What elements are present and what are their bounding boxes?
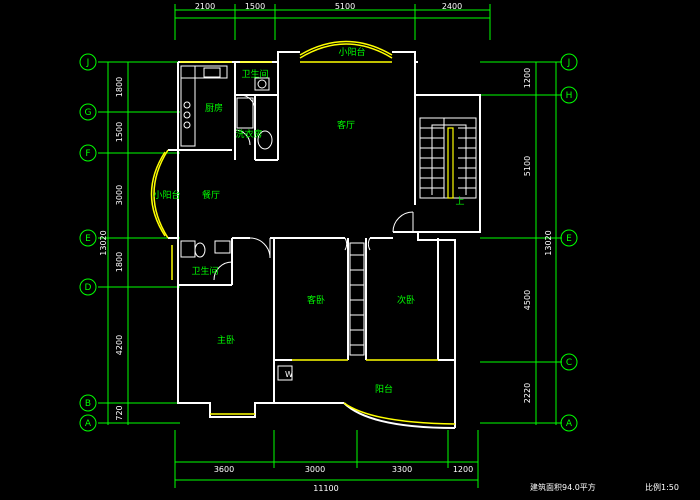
right-dim-2: 5100	[523, 156, 532, 176]
axis-left-f: F	[85, 149, 90, 159]
room-small-balcony-top: 小阳台	[338, 46, 365, 58]
bottom-dim-total: 11100	[313, 484, 338, 493]
left-dim-4: 1800	[115, 252, 124, 272]
axis-left-g: G	[85, 108, 92, 118]
axis-right-j: J	[567, 58, 571, 68]
top-dimension-chain: 2100 1500 5100 2400	[174, 2, 491, 40]
left-dimension-chain: 1800 1500 3000 1800 4200 720 13020	[98, 61, 180, 425]
walls	[168, 51, 481, 429]
left-dim-5: 4200	[115, 335, 124, 355]
windows	[150, 40, 456, 425]
bottom-dim-4: 1200	[453, 465, 473, 474]
left-dim-6: 720	[115, 405, 124, 420]
room-labels: 小阳台 卫生间 厨房 客厅 洗衣房 小阳台 餐厅 卫生间 客卧 次卧 主卧 阳台	[153, 46, 415, 395]
room-second-bed: 次卧	[397, 294, 415, 306]
stair-up-label: 上	[455, 196, 464, 207]
bottom-dim-1: 3600	[214, 465, 234, 474]
room-guest-bed: 客卧	[307, 294, 325, 306]
left-dim-3: 3000	[115, 185, 124, 205]
left-dim-2: 1500	[115, 122, 124, 142]
room-bath-top: 卫生间	[241, 68, 268, 80]
bottom-dim-3: 3300	[392, 465, 412, 474]
axis-left-e: E	[85, 234, 91, 244]
axis-left-j: J	[86, 58, 90, 68]
room-bath-lower: 卫生间	[191, 265, 218, 277]
right-dim-3: 4500	[523, 290, 532, 310]
axis-left-b: B	[85, 399, 91, 409]
bottom-dim-2: 3000	[305, 465, 325, 474]
axis-right-a: A	[566, 419, 573, 429]
stair: 上	[419, 117, 477, 207]
axis-right-h: H	[566, 91, 573, 101]
scale-note: 比例1:50	[645, 482, 679, 492]
right-dim-1: 1200	[523, 68, 532, 88]
room-master-bed: 主卧	[217, 334, 235, 346]
left-axis-bubbles: J G F E D B A	[79, 53, 97, 432]
right-axis-bubbles: J H E C A	[560, 53, 578, 432]
wardrobe-shaft	[349, 242, 365, 356]
right-dim-4: 2220	[523, 383, 532, 403]
left-dim-1: 1800	[115, 77, 124, 97]
right-dimension-chain: 1200 5100 4500 2220 13020	[480, 61, 562, 425]
fixtures: W	[180, 65, 293, 381]
left-dim-total: 13020	[99, 230, 108, 255]
room-laundry: 洗衣房	[235, 128, 262, 140]
axis-left-a: A	[85, 419, 92, 429]
bottom-dimension-chain: 3600 3000 3300 1200 11100	[174, 430, 479, 493]
top-dim-4: 2400	[442, 2, 462, 11]
axis-right-e: E	[566, 234, 572, 244]
top-dim-1: 2100	[195, 2, 215, 11]
axis-right-c: C	[566, 358, 572, 368]
room-kitchen: 厨房	[205, 102, 223, 114]
right-dim-total: 13020	[544, 230, 553, 255]
room-small-balcony-left: 小阳台	[153, 189, 180, 201]
room-living: 客厅	[337, 119, 355, 131]
top-dim-2: 1500	[245, 2, 265, 11]
top-dim-3: 5100	[335, 2, 355, 11]
w-mark: W	[285, 370, 293, 379]
area-note: 建筑面积94.0平方	[530, 482, 596, 492]
doors	[213, 94, 414, 281]
room-balcony: 阳台	[375, 383, 393, 395]
room-dining: 餐厅	[202, 189, 220, 201]
axis-left-d: D	[85, 283, 92, 293]
